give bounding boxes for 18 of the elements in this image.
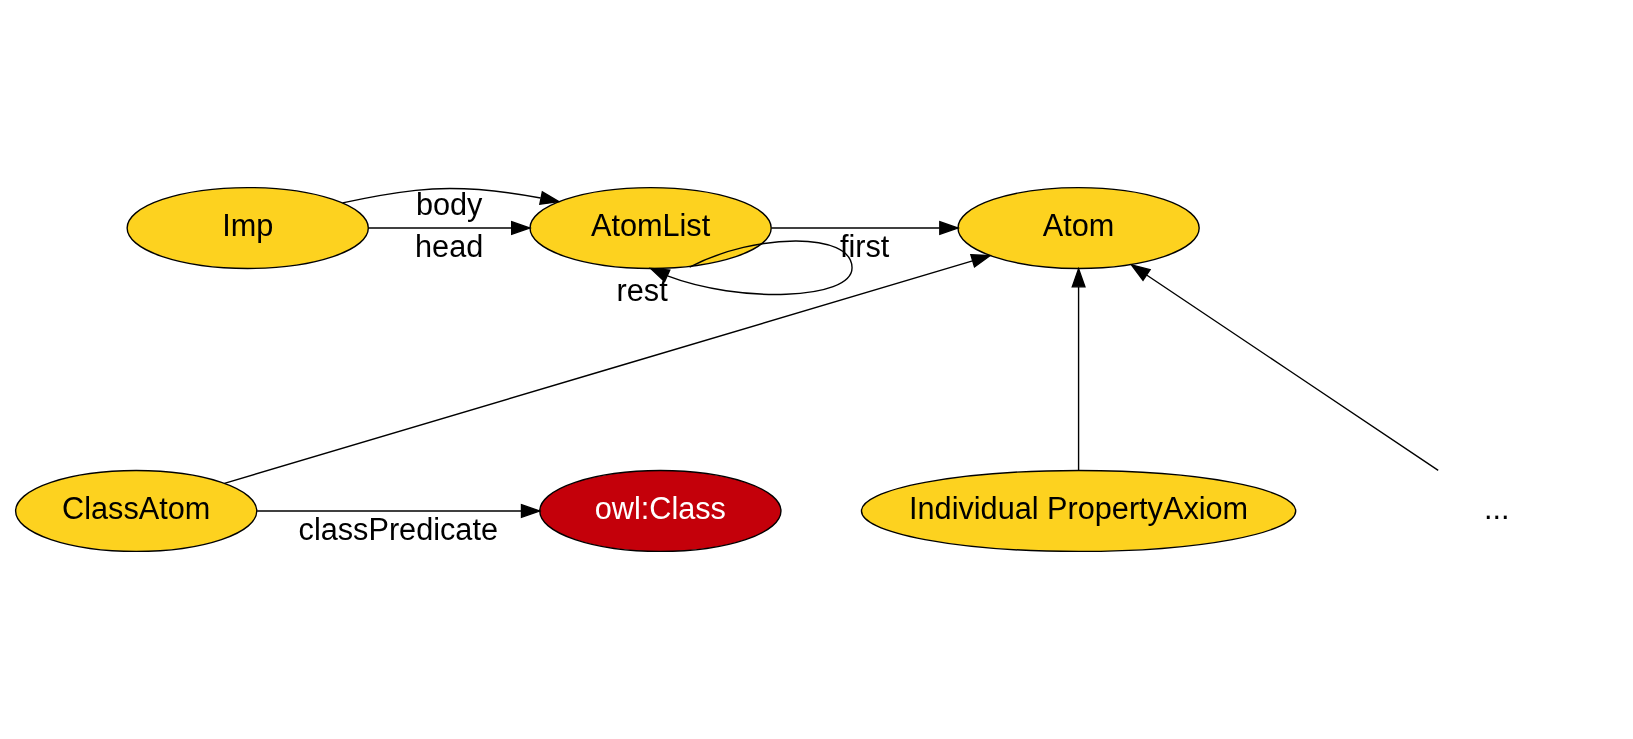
edge-label: rest (616, 272, 668, 307)
node-ellipse: Imp (126, 186, 369, 270)
node-text: ... (1484, 490, 1510, 525)
node-ellipse: AtomList (529, 186, 772, 270)
arrow (1071, 266, 1086, 471)
arrow (770, 220, 961, 236)
arrow (1129, 263, 1439, 472)
edge-label: classPredicate (298, 511, 498, 546)
arrow (341, 187, 561, 206)
edge-label: head (415, 228, 484, 263)
node-ellipse: owl:Class (539, 469, 782, 553)
arrow (367, 220, 532, 236)
edge-label: first (839, 228, 890, 263)
arrow (223, 254, 993, 485)
edge-label: body (415, 186, 483, 221)
node-ellipse: Individual PropertyAxiom (860, 469, 1297, 553)
arrow (256, 503, 542, 519)
node-ellipse: ClassAtom (14, 469, 258, 553)
